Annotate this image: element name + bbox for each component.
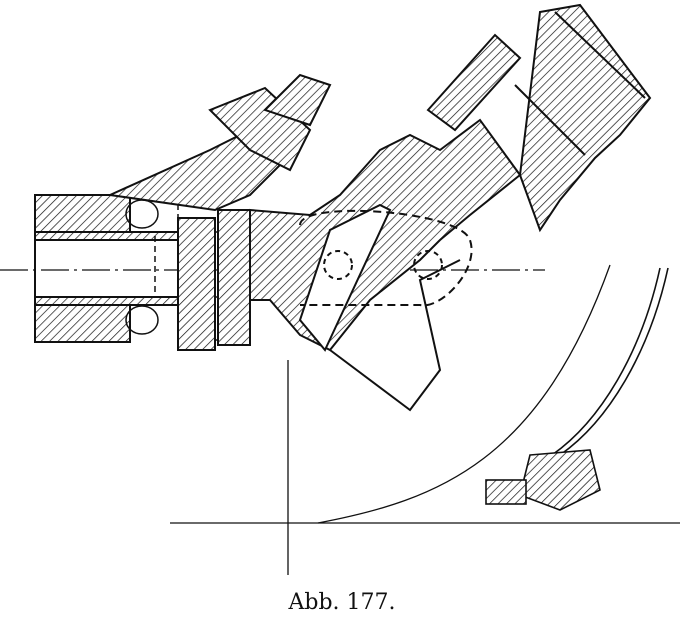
- lever-arm: [298, 203, 473, 412]
- coupling-ring: [177, 209, 251, 351]
- upper-branch-pipe: [426, 3, 652, 233]
- figure-caption: Abb. 177.: [288, 590, 396, 615]
- small-assembly-sketch: [485, 267, 669, 511]
- upper-left-nozzle: [208, 73, 332, 172]
- reference-lines: [170, 264, 680, 575]
